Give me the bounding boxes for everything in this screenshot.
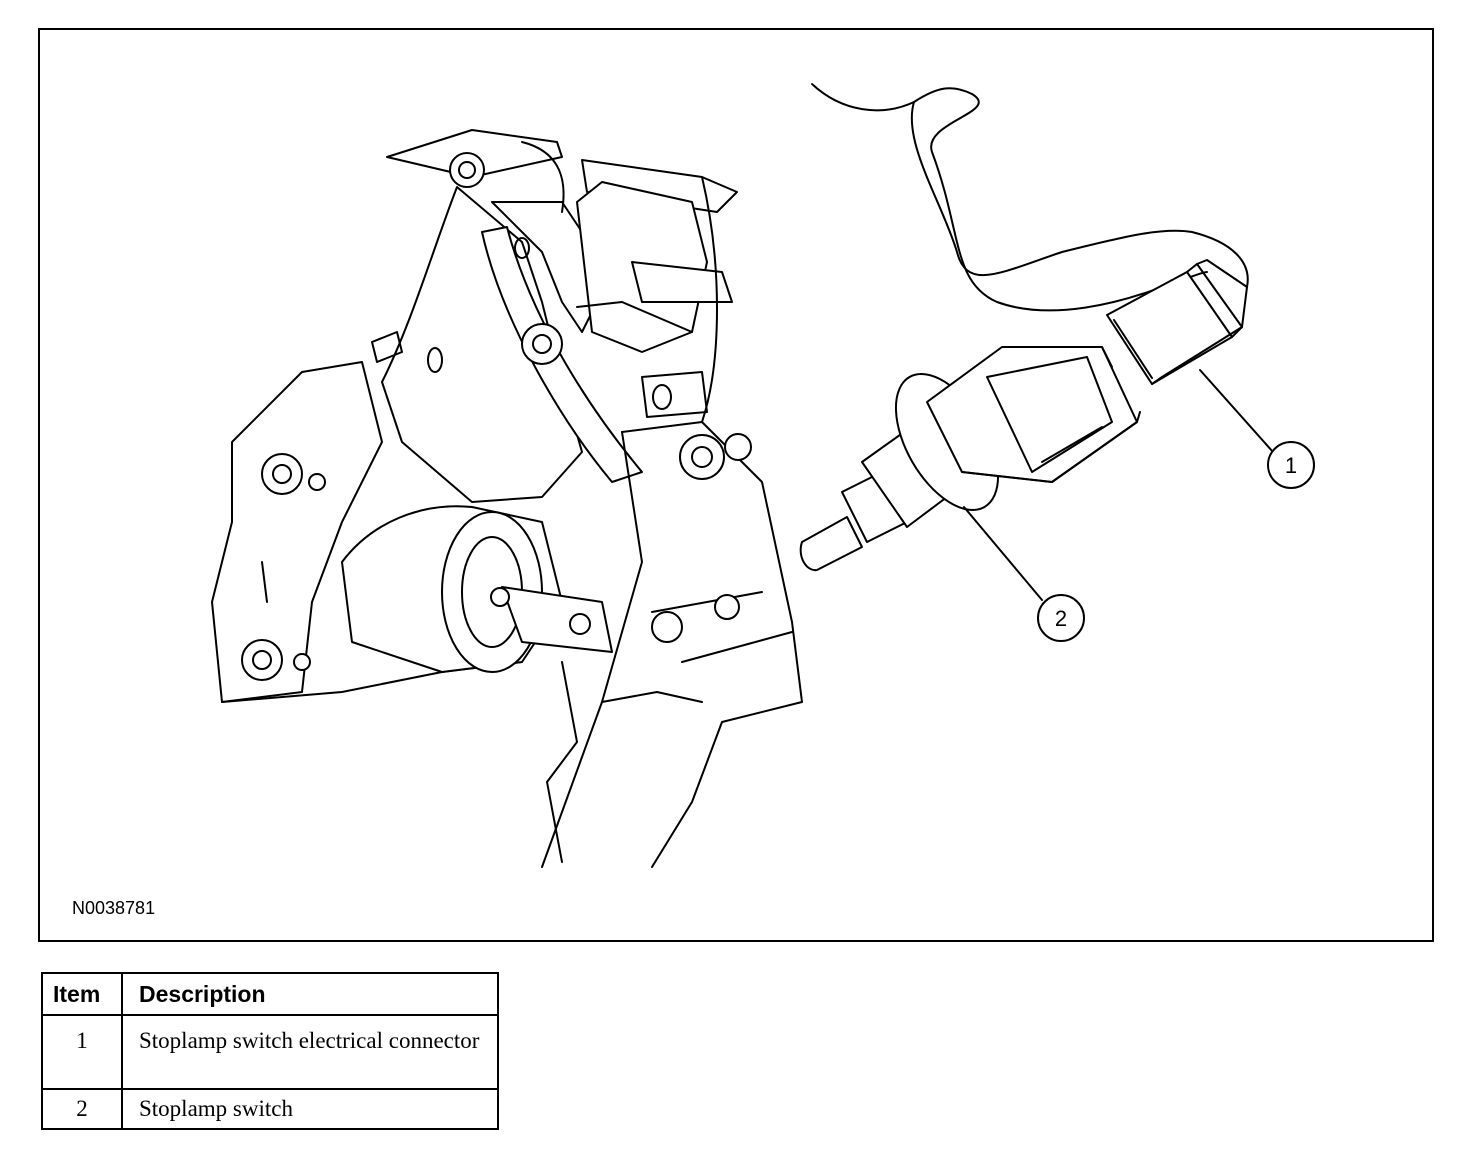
callout-2-number: 2 <box>1055 606 1067 631</box>
callout-2: 2 <box>1037 594 1085 642</box>
callout-2-leader <box>963 506 1043 601</box>
item-column-header: Item <box>41 972 123 1016</box>
table-row: 2 Stoplamp switch <box>41 1088 499 1130</box>
item-description: Stoplamp switch electrical connector <box>121 1014 499 1090</box>
fasteners <box>241 152 752 681</box>
stoplamp-switch <box>799 346 1141 572</box>
item-number: 2 <box>41 1088 123 1130</box>
callout-1: 1 <box>1267 441 1315 489</box>
callout-1-number: 1 <box>1285 453 1297 478</box>
legend-header-row: Item Description <box>41 972 499 1016</box>
item-number: 1 <box>41 1014 123 1090</box>
callout-1-leader <box>1199 369 1274 453</box>
illustration-frame: 1 2 N0038781 <box>38 28 1434 942</box>
stoplamp-switch-electrical-connector <box>1106 259 1248 385</box>
item-description: Stoplamp switch <box>121 1088 499 1130</box>
description-column-header: Description <box>121 972 499 1016</box>
wiring-harness <box>811 83 1249 312</box>
figure-id: N0038781 <box>72 898 156 918</box>
pedal-bracket-assembly <box>211 129 803 868</box>
legend-table: Item Description 1 Stoplamp switch elect… <box>41 972 499 1130</box>
illustration: 1 2 <box>211 83 1315 868</box>
table-row: 1 Stoplamp switch electrical connector <box>41 1014 499 1090</box>
